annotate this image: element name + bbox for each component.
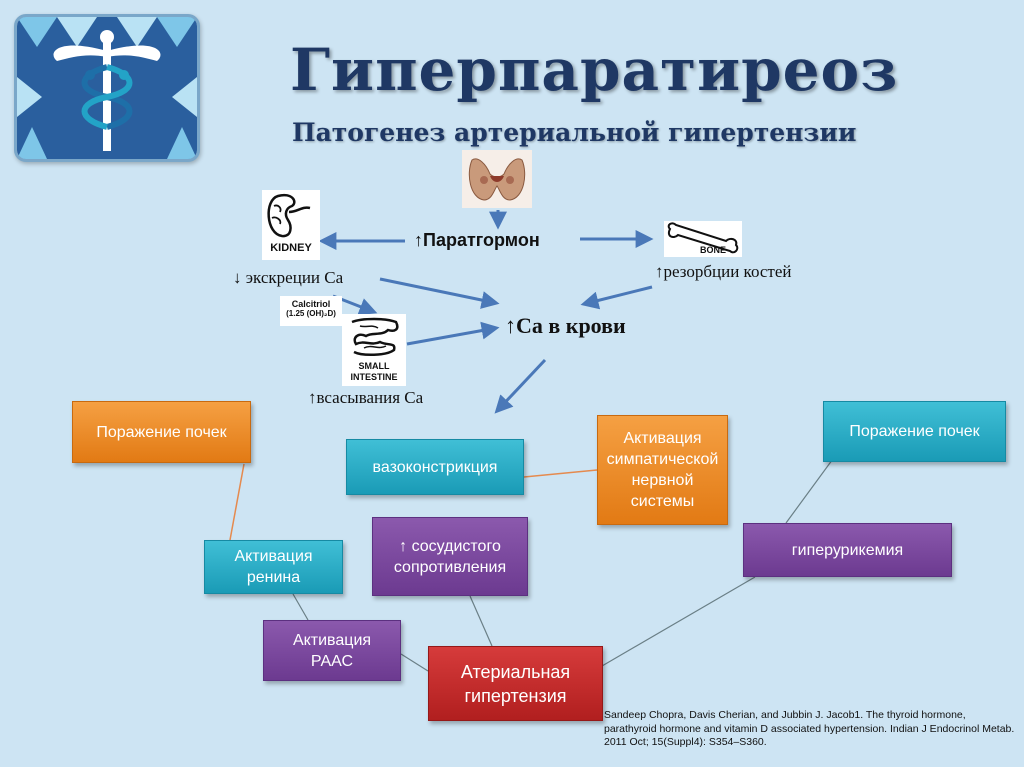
arrow-bone-to-ca [580, 285, 653, 310]
box-kidney-damage-right: Поражение почек [823, 401, 1006, 462]
caduceus-logo [14, 14, 200, 162]
ca-blood-label: ↑Са в крови [505, 313, 626, 338]
kidney-icon [267, 193, 311, 238]
link-renin-raas [292, 593, 309, 621]
calcitriol-image: Calcitriol (1.25 (OH)₂D) [280, 296, 342, 326]
parathormone-label: ↑Паратгормон [414, 230, 540, 250]
reference-citation: Sandeep Chopra, Davis Cherian, and Jubbi… [604, 709, 1015, 748]
intestine-image: SMALL INTESTINE [342, 314, 406, 386]
link-kidney-left-renin [229, 463, 245, 541]
arrow-intestine-to-ca [406, 321, 500, 346]
link-resistance-hypertension [469, 595, 493, 647]
absorption-label: ↑всасывания Са [308, 388, 424, 407]
intestine-caption-1: SMALL [358, 361, 390, 371]
box-raas: Активация РААС [263, 620, 401, 681]
ca-excretion-label: ↓ экскреции Са [233, 268, 344, 287]
thyroid-gland-icon [462, 150, 532, 208]
intestine-icon [351, 317, 399, 356]
bone-caption: BONE [700, 245, 727, 255]
bone-icon [667, 222, 739, 254]
box-sympathetic: Активация симпатической нервной системы [597, 415, 728, 525]
link-raas-hypertension [400, 653, 429, 672]
arrow-excretion-to-ca [379, 277, 500, 309]
box-renin: Активация ренина [204, 540, 343, 594]
bone-resorption-label: ↑резорбции костей [655, 262, 792, 281]
kidney-caption: KIDNEY [270, 242, 312, 254]
calcitriol-line1: Calcitriol [291, 299, 331, 309]
thyroid-image [462, 150, 532, 208]
bone-image: BONE [664, 221, 742, 257]
kidney-image: KIDNEY [262, 190, 320, 260]
link-vaso-sympathetic [523, 469, 598, 478]
box-resistance: ↑ сосудистого сопротивления [372, 517, 528, 596]
box-hypertension: Атериальная гипертензия [428, 646, 603, 721]
intestine-caption-2: INTESTINE [350, 372, 398, 382]
arrow-ca-to-effects [494, 358, 547, 414]
link-kidney-right-hyperuricemia [785, 451, 839, 524]
page-title: Гиперпаратиреоз [290, 36, 899, 104]
link-hyperuricemia-hypertension [601, 576, 756, 667]
caduceus-logo-icon [17, 17, 197, 159]
calcitriol-line2: (1.25 (OH)₂D) [286, 309, 336, 318]
page-subtitle: Патогенез артериальной гипертензии [292, 118, 857, 147]
box-kidney-damage-left: Поражение почек [72, 401, 251, 463]
box-vasoconstriction: вазоконстрикция [346, 439, 524, 495]
box-hyperuricemia: гиперурикемия [743, 523, 952, 577]
